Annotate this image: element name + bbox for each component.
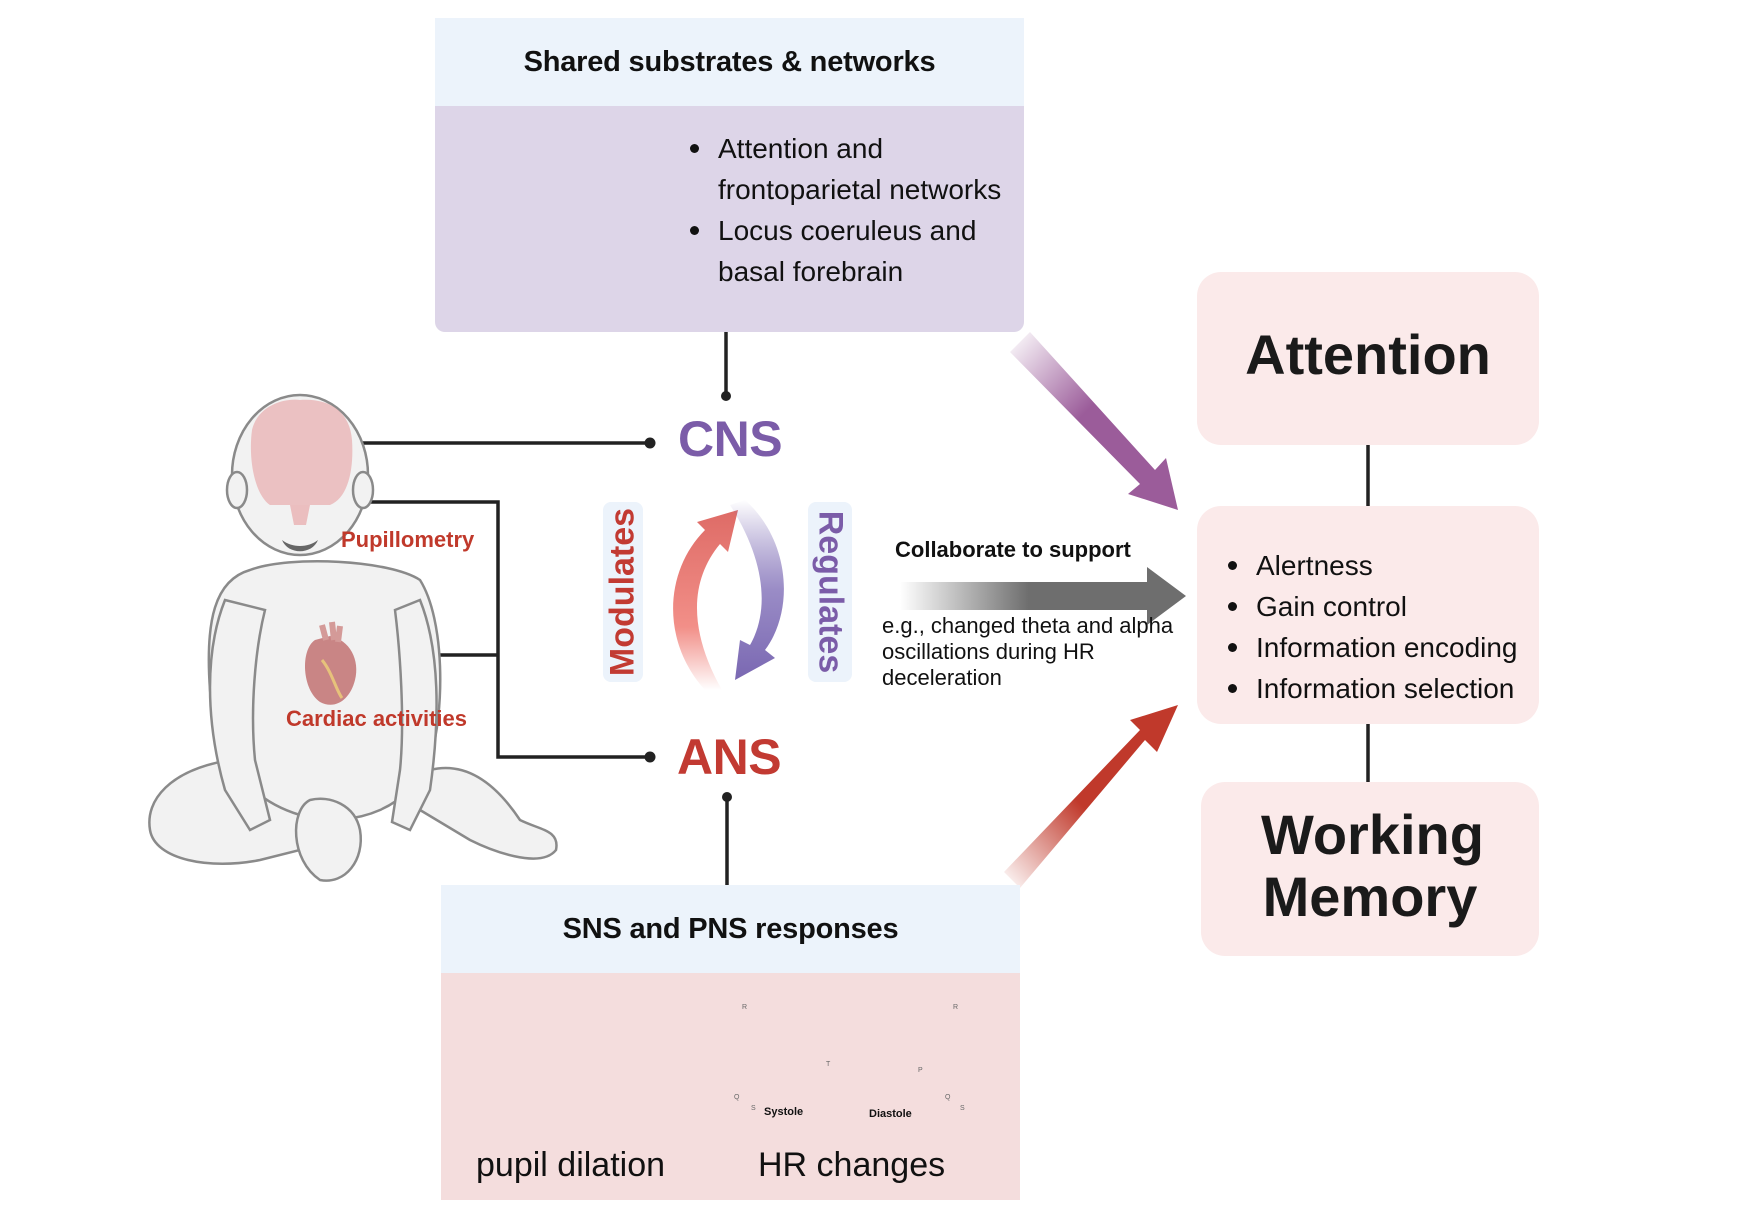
list-item: Locus coeruleus and basal forebrain <box>688 210 1018 292</box>
attention-functions-list: Alertness Gain control Information encod… <box>1226 545 1518 709</box>
attention-functions-box <box>1197 506 1539 724</box>
ecg-wave-label: R <box>742 1004 748 1011</box>
pupil-dilation-label: pupil dilation <box>476 1146 666 1184</box>
ecg-wave-label: S <box>751 1105 756 1112</box>
shared-substrates-panel: Shared substrates & networks <box>435 18 1024 332</box>
panel-body <box>435 106 1024 332</box>
modulates-pill <box>603 502 643 682</box>
list-item: Alertness <box>1226 545 1518 586</box>
list-item-text: Attention and frontoparietal networks <box>718 133 1002 205</box>
hr-changes-label: HR changes <box>758 1146 946 1184</box>
cardiac-activities-label: Cardiac activities <box>286 706 467 731</box>
ecg-wave-label: P <box>918 1067 923 1074</box>
panel-body <box>441 973 1020 1200</box>
ecg-wave-label: R <box>953 1004 959 1011</box>
modulates-label: Modulates <box>603 507 642 677</box>
ecg-wave-label: Q <box>945 1094 951 1101</box>
ans-label: ANS <box>677 729 782 785</box>
infant-brain-icon <box>250 399 353 505</box>
list-item: Attention and frontoparietal networks <box>688 128 1048 210</box>
list-item: Information selection <box>1226 668 1518 709</box>
working-memory-box: Working Memory <box>1201 782 1539 956</box>
substrates-list: Attention and frontoparietal networks Lo… <box>688 128 1048 292</box>
ecg-wave-label: S <box>960 1105 965 1112</box>
red-arrow-icon <box>1004 705 1178 888</box>
regulates-label: Regulates <box>811 510 850 674</box>
heart-icon <box>304 621 357 705</box>
ecg-wave-label: Q <box>734 1094 740 1101</box>
attention-box: Attention <box>1197 272 1539 445</box>
collaborate-example: e.g., changed theta and alpha oscillatio… <box>882 613 1174 690</box>
list-item-text: Locus coeruleus and basal forebrain <box>718 215 977 287</box>
infant-icon <box>148 393 558 882</box>
attention-title: Attention <box>1245 323 1491 386</box>
list-item-text: Alertness <box>1256 550 1373 581</box>
collaborate-title: Collaborate to support <box>895 537 1131 562</box>
panel-title: SNS and PNS responses <box>441 885 1020 973</box>
purple-arrow-icon <box>1010 332 1178 510</box>
ecg-wave-label: T <box>826 1061 831 1068</box>
list-item-text: Information selection <box>1256 673 1515 704</box>
working-memory-title: Working Memory <box>1261 803 1484 928</box>
list-item: Information encoding <box>1226 627 1518 668</box>
cycle-arrows-icon <box>673 500 784 690</box>
sns-pns-panel: SNS and PNS responses <box>441 885 1020 1200</box>
list-item-text: Gain control <box>1256 591 1407 622</box>
ecg-diastole-label: Diastole <box>869 1108 912 1120</box>
list-item-text: Information encoding <box>1256 632 1518 663</box>
ecg-systole-label: Systole <box>764 1106 804 1118</box>
gray-arrow-icon <box>900 567 1186 625</box>
panel-title: Shared substrates & networks <box>435 18 1024 106</box>
regulates-pill <box>808 502 852 682</box>
list-item: Gain control <box>1226 586 1518 627</box>
pupillometry-label: Pupillometry <box>341 527 475 552</box>
cns-label: CNS <box>678 411 783 467</box>
